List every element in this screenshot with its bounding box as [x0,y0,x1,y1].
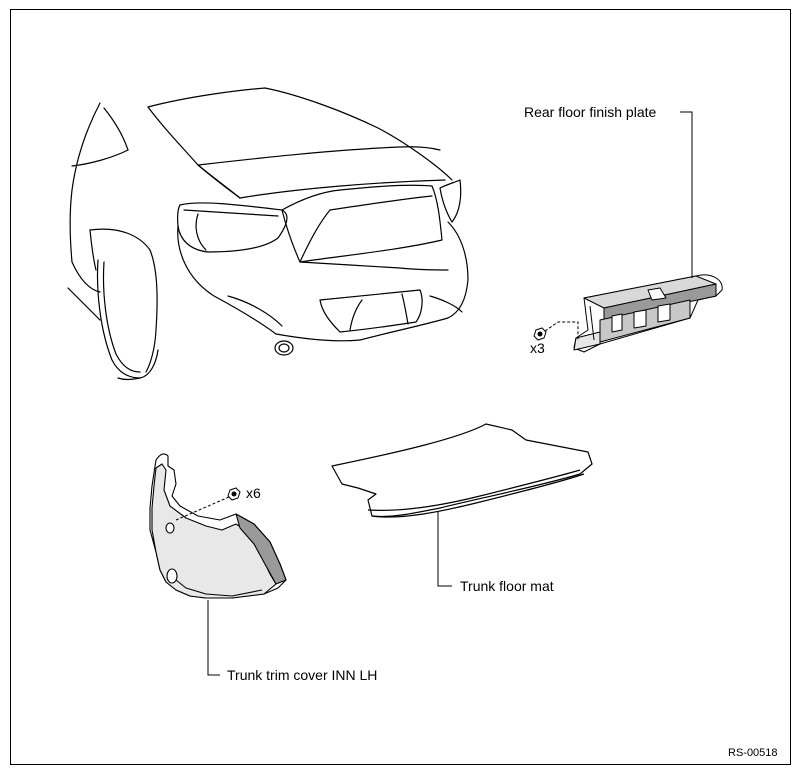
trunk-floor-mat-illustration [331,423,593,518]
trunk-floor-mat-leader [437,512,452,587]
plate-clip-quantity: x3 [530,340,545,356]
car-rear-illustration [67,87,469,381]
plate-clip-leader [544,321,579,340]
figure-code: RS-00518 [728,747,778,759]
figure-frame [10,9,791,765]
trim-clip-icon [227,487,241,501]
trunk-trim-cover-leader [207,600,220,676]
rear-floor-finish-plate-label: Rear floor finish plate [524,104,657,120]
rear-floor-finish-plate-illustration [573,274,723,353]
trunk-trim-cover-illustration [149,453,287,599]
rear-floor-finish-plate-leader [680,111,693,278]
trunk-trim-cover-label: Trunk trim cover INN LH [227,667,378,683]
trim-clip-quantity: x6 [246,485,261,501]
plate-clip-icon [533,327,547,341]
trunk-floor-mat-label: Trunk floor mat [460,578,554,594]
